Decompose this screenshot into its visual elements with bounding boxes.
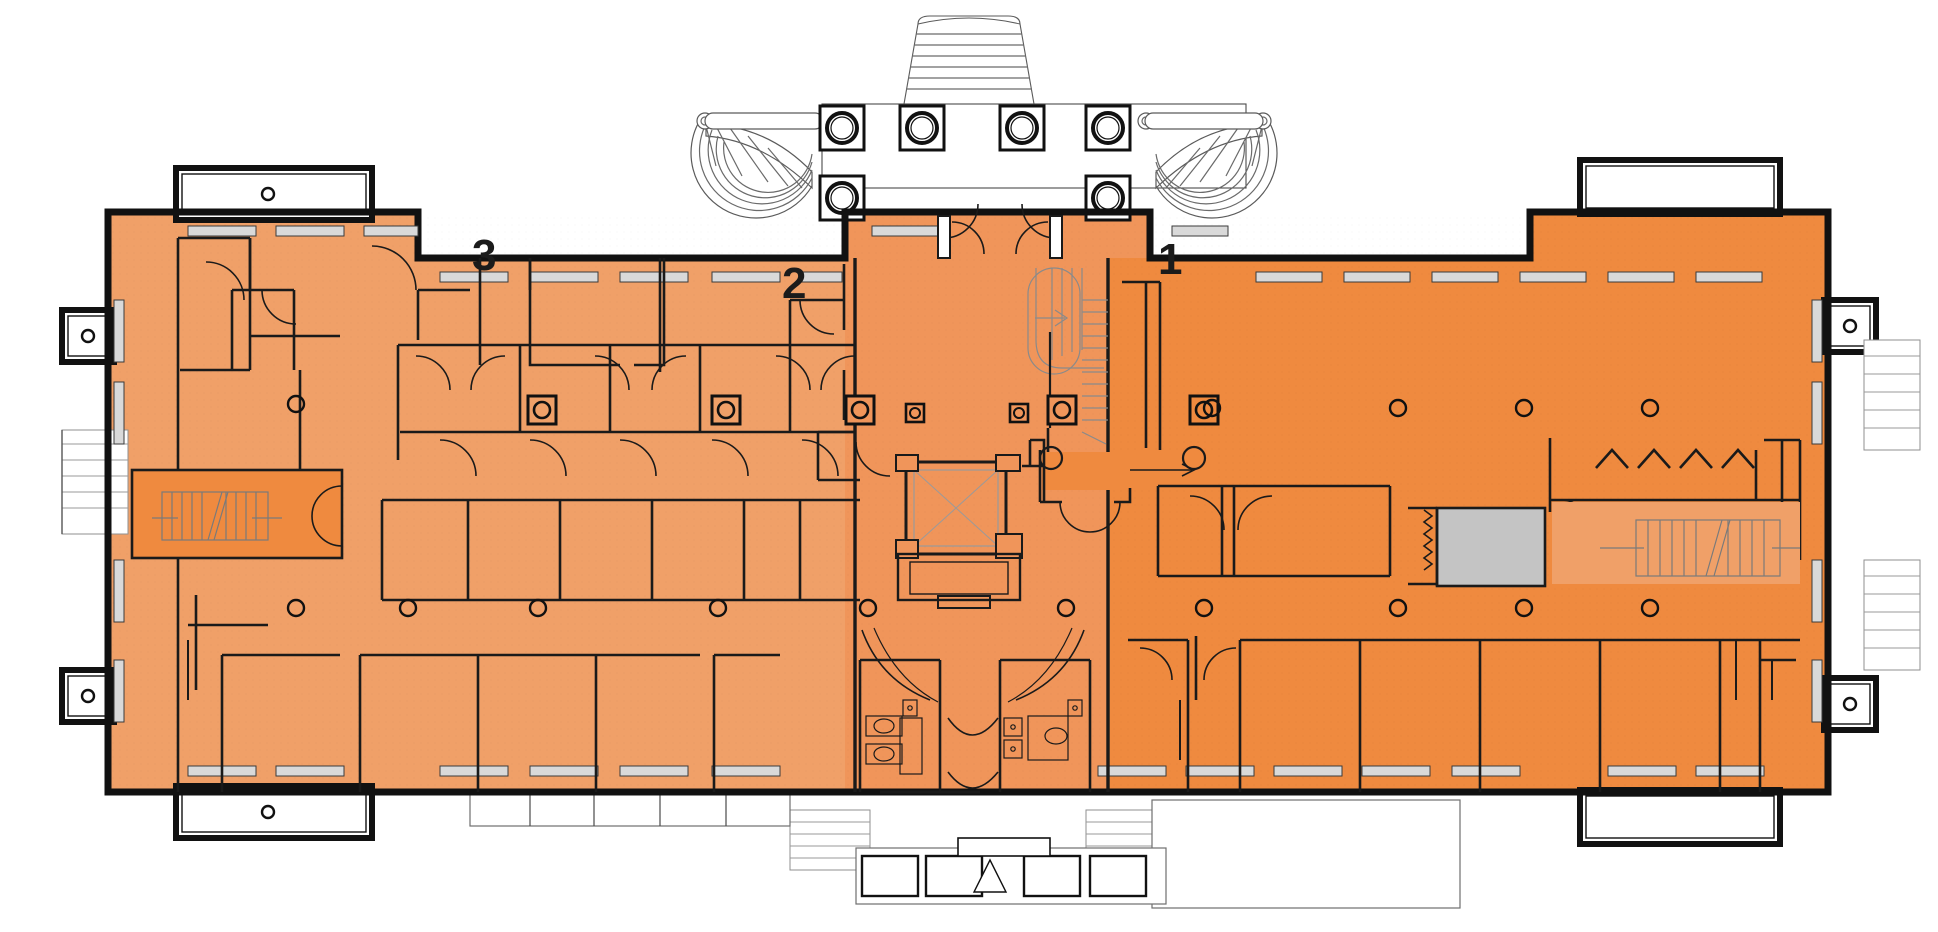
east-stairwell bbox=[1552, 502, 1800, 584]
entry-portico bbox=[690, 15, 1278, 222]
column-marker-small bbox=[1008, 402, 1030, 424]
portico-fan-stair-east bbox=[1137, 112, 1278, 219]
exterior-steps bbox=[61, 339, 1921, 909]
column-dot bbox=[1056, 598, 1076, 618]
column-dot bbox=[528, 598, 548, 618]
zone-label-3: 3 bbox=[472, 231, 497, 280]
column-dot bbox=[858, 598, 878, 618]
column-marker-boxed bbox=[710, 394, 742, 426]
column-dot bbox=[1514, 598, 1534, 618]
column-marker-boxed bbox=[1046, 394, 1078, 426]
interior-column-markers bbox=[526, 394, 1220, 426]
elevator-shaft bbox=[895, 454, 1023, 609]
east-stair-treads bbox=[1600, 519, 1800, 577]
core-stair bbox=[1027, 267, 1108, 445]
west-stair-treads bbox=[152, 491, 282, 541]
column-dot bbox=[286, 394, 306, 414]
column-marker-boxed bbox=[526, 394, 558, 426]
grey-equipment-block bbox=[1435, 506, 1547, 588]
south-terrace bbox=[469, 789, 1461, 909]
pavilion-ne bbox=[1577, 157, 1783, 217]
restroom-fixtures-west bbox=[865, 699, 923, 775]
hairline-detail bbox=[187, 640, 1773, 760]
column-dot bbox=[398, 598, 418, 618]
core-west-rooms bbox=[788, 264, 891, 482]
portico-center-stair bbox=[903, 15, 1035, 105]
zone-label-2: 2 bbox=[782, 259, 807, 308]
windows-north-west bbox=[187, 225, 843, 283]
windows-west bbox=[113, 299, 125, 723]
pavilion-se bbox=[1577, 787, 1783, 847]
entry-doors-north bbox=[937, 203, 1063, 259]
column-dot bbox=[1640, 398, 1660, 418]
chevron-markers bbox=[1595, 448, 1758, 500]
column-dots bbox=[286, 394, 1660, 618]
core-to-east-vestibule bbox=[1022, 428, 1214, 533]
windows-north-east bbox=[1171, 225, 1763, 283]
restroom-fixtures-east bbox=[1003, 699, 1083, 761]
east-exterior-stair-lower bbox=[1863, 559, 1921, 671]
west-exterior-stair bbox=[61, 429, 129, 535]
zone-fills bbox=[108, 212, 1828, 792]
windows-east bbox=[1811, 299, 1823, 723]
west-stairwell bbox=[130, 468, 344, 560]
column-dot bbox=[1640, 598, 1660, 618]
portico-fan-stair-west bbox=[690, 112, 831, 219]
window-bands bbox=[113, 225, 1823, 777]
column-dot bbox=[1194, 598, 1214, 618]
column-dot bbox=[1388, 598, 1408, 618]
column-dot bbox=[708, 598, 728, 618]
west-wing-partitions bbox=[176, 236, 860, 792]
corner-pavilions bbox=[173, 157, 1783, 847]
column-dot bbox=[1202, 398, 1222, 418]
column-marker-small bbox=[904, 402, 926, 424]
restrooms bbox=[858, 627, 1092, 792]
windows-north-core bbox=[871, 225, 939, 237]
bay-east-lower bbox=[1821, 675, 1879, 733]
perimeter-thick bbox=[104, 208, 1832, 796]
east-exterior-stair-upper bbox=[1863, 339, 1921, 451]
column-dot bbox=[1388, 398, 1408, 418]
zone-label-1: 1 bbox=[1158, 235, 1183, 284]
core-elements bbox=[788, 203, 1214, 794]
column-dot bbox=[286, 598, 306, 618]
column-marker-boxed bbox=[844, 394, 876, 426]
column-dot bbox=[1514, 398, 1534, 418]
east-wing-partitions bbox=[1122, 280, 1802, 792]
zone-texture bbox=[108, 212, 1828, 792]
